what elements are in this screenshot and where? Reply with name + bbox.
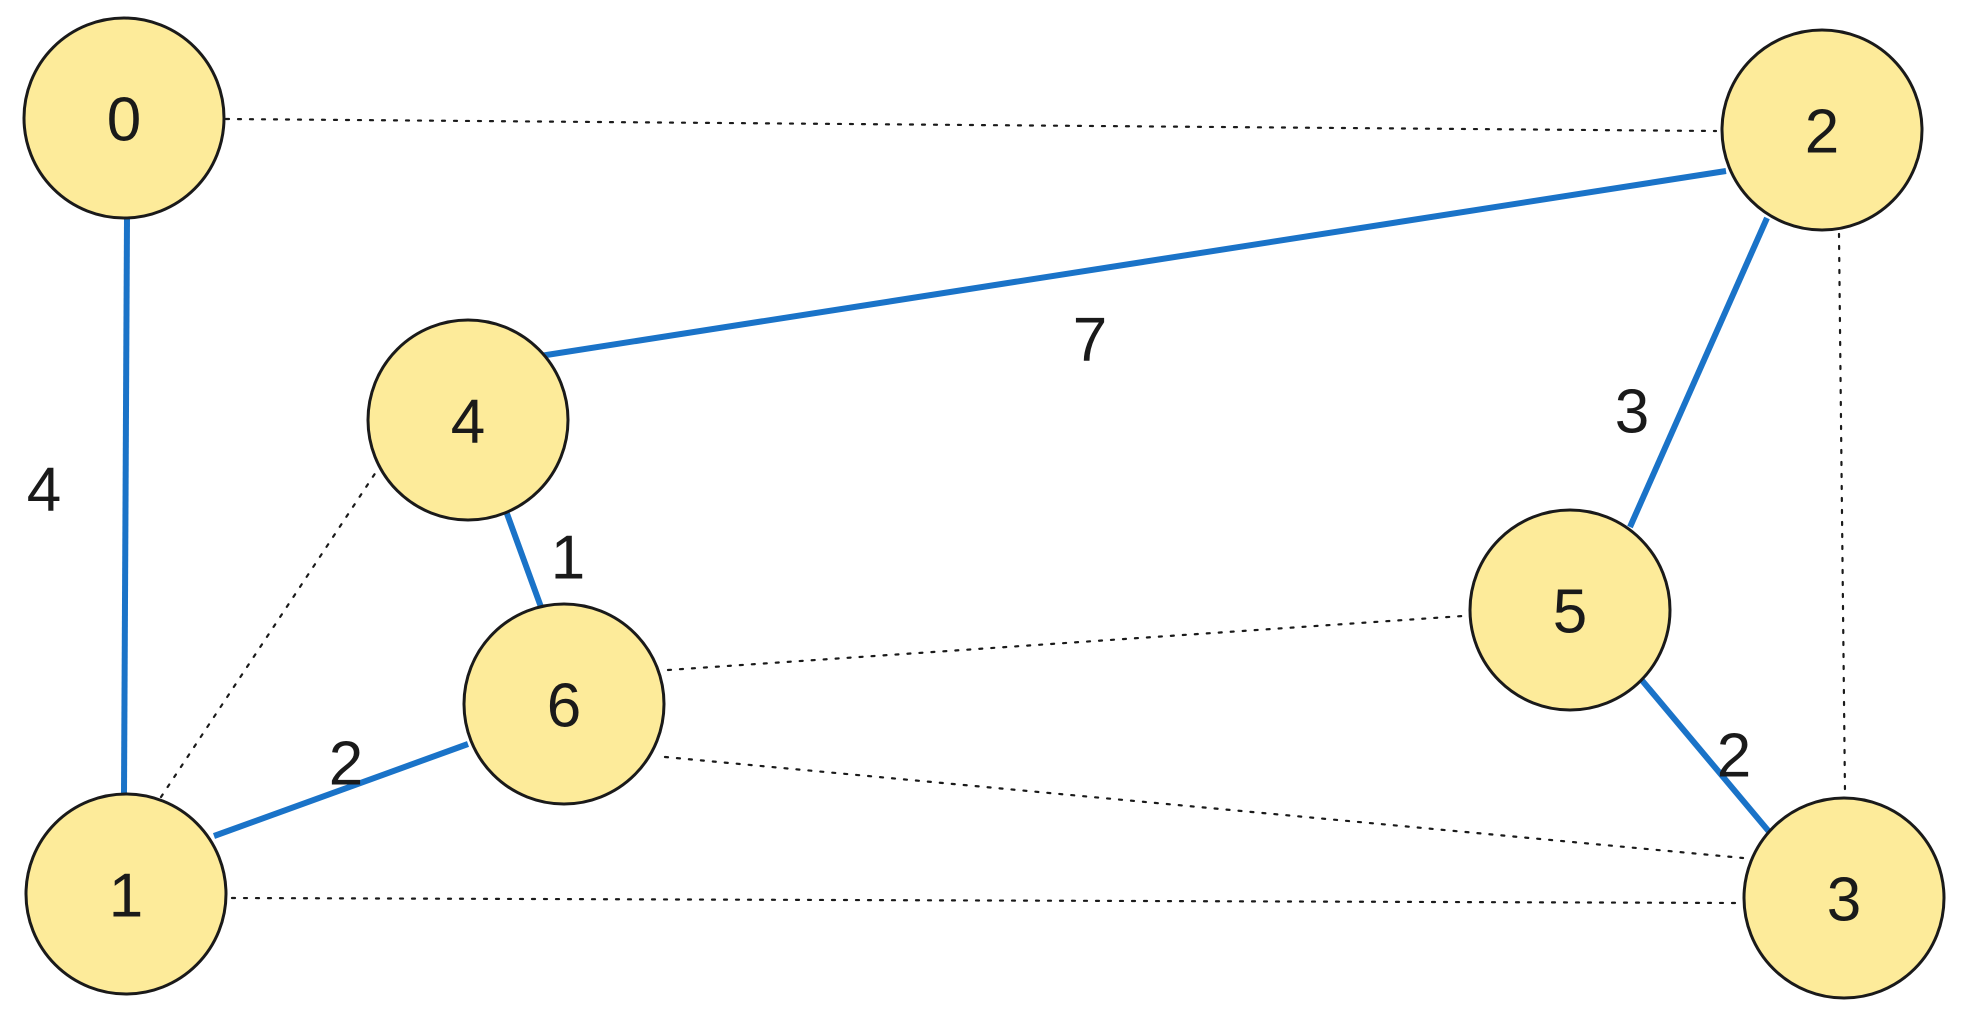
node-label-5: 5 [1553,578,1587,647]
node-circle-2 [1720,28,1924,232]
node-circle-6 [462,602,666,806]
weight-label-0-1: 4 [27,456,61,525]
node-label-0: 0 [107,86,141,155]
node-2: 2 [1720,28,1924,232]
node-0: 0 [22,16,226,220]
mst-edge-4-2 [539,168,1727,359]
node-5: 5 [1468,508,1672,712]
node-circle-0 [22,16,226,220]
mst-edge-2-5 [1627,216,1770,529]
mst-edge-4-6 [503,509,544,609]
edge-2-3 [1837,232,1847,796]
weight-label-5-3: 2 [1717,722,1751,791]
node-label-1: 1 [109,862,143,931]
node-6: 6 [462,602,666,806]
weight-label-1-6: 2 [329,730,363,799]
non-mst-edges [159,117,1847,905]
edge-1-3 [230,896,1745,905]
node-label-2: 2 [1805,98,1839,167]
node-circle-3 [1742,796,1946,1000]
node-4: 4 [366,318,570,522]
node-1: 1 [24,792,228,996]
edge-6-3 [663,755,1745,860]
node-circle-1 [24,792,228,996]
edge-6-5 [666,614,1465,672]
mst-edges [121,168,1774,839]
node-circle-5 [1468,508,1672,712]
weight-label-2-5: 3 [1615,378,1649,447]
nodes: 0 1 2 3 4 5 6 [22,16,1946,1000]
weight-label-4-6: 1 [551,524,585,593]
node-label-3: 3 [1827,866,1861,935]
edge-0-2 [224,117,1718,133]
node-circle-4 [366,318,570,522]
node-label-4: 4 [451,388,485,457]
weight-label-4-2: 7 [1073,306,1107,375]
node-3: 3 [1742,796,1946,1000]
mst-edge-0-1 [121,217,130,794]
node-label-6: 6 [547,672,581,741]
mst-edge-1-6 [212,741,470,839]
edge-1-4 [159,467,380,799]
weight-labels: 4 7 3 1 2 2 [27,306,1751,799]
mst-edge-5-3 [1637,676,1774,836]
